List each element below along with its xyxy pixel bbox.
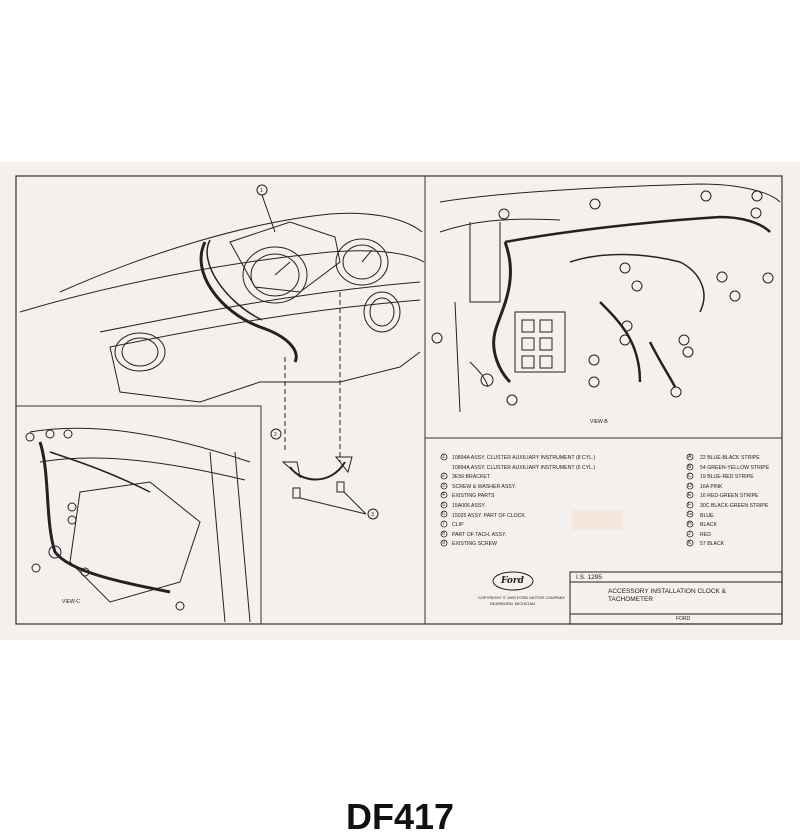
title-line-2: TACHOMETER: [608, 596, 654, 603]
wire-color-item: 16A PINK: [700, 483, 723, 490]
wire-code-marker: H: [688, 521, 692, 527]
part-number-marker: 4: [442, 492, 445, 498]
ford-logo-oval: [492, 571, 534, 591]
wire-code-marker: D: [688, 483, 692, 489]
parts-list-item: 10894A ASSY. CLUSTER AUXILIARY INSTRUMEN…: [452, 464, 596, 471]
part-number-marker: 7: [442, 521, 445, 527]
parts-list-item: PART OF TACH. ASSY.: [452, 531, 507, 538]
legend-markers: [440, 453, 694, 547]
copyright-text: COPYRIGHT © 1969 FORD MOTOR COMPANY: [478, 595, 566, 600]
wire-code-marker: J: [688, 531, 691, 537]
view-c-frame: [15, 405, 262, 625]
svg-text:1: 1: [260, 188, 263, 194]
main-dashboard-drawing: [19, 184, 425, 520]
wire-color-item: 19 BLUE-RED STRIPE: [700, 474, 754, 481]
wire-color-legend: 22 BLUE-BLACK STRIPE 54 GREEN-YELLOW STR…: [700, 454, 769, 550]
catalog-code: DF417: [345, 796, 455, 837]
parts-list-item: EXISTING SCREW: [452, 541, 497, 548]
parts-list: 10894A ASSY. CLUSTER AUXILIARY INSTRUMEN…: [452, 454, 595, 550]
part-number-marker: 2: [442, 473, 445, 479]
wire-color-item: 30C BLACK-GREEN STRIPE: [700, 502, 769, 509]
parts-list-item: SCREW & WASHER ASSY.: [452, 483, 516, 490]
instruction-sheet: 1 2 3: [0, 162, 800, 640]
parts-list-item: CLIP: [452, 522, 464, 529]
wire-color-item: RED: [700, 531, 711, 538]
parts-list-item: 15A006 ASSY.: [452, 502, 486, 509]
wire-color-item: 22 BLUE-BLACK STRIPE: [700, 455, 760, 461]
sheet-border: [15, 175, 783, 625]
part-number-marker: 8: [442, 531, 445, 537]
paper-patch: [572, 510, 622, 530]
wire-color-item: BLUE: [700, 512, 714, 519]
part-number-marker: 5: [442, 502, 445, 508]
wire-code-marker: B: [688, 464, 692, 470]
maker-name: FORD: [676, 616, 691, 622]
parts-list-item: 3E56 BRACKET: [452, 474, 491, 481]
part-number-marker: 9: [442, 540, 445, 546]
svg-text:2: 2: [274, 432, 277, 438]
wire-code-marker: G: [688, 511, 692, 517]
wire-code-marker: C: [688, 473, 692, 479]
instruction-sheet-number: I.S. 1295: [576, 574, 603, 581]
wire-color-item: 54 GREEN-YELLOW STRIPE: [700, 464, 770, 471]
wire-code-marker: K: [688, 540, 692, 546]
part-number-marker: 6: [442, 511, 445, 517]
line-drawings: 1 2 3: [15, 175, 783, 625]
title-line-1: ACCESSORY INSTALLATION CLOCK &: [608, 588, 726, 595]
view-c-drawing: [25, 427, 251, 623]
wire-code-marker: F: [688, 502, 692, 508]
view-c-label: VIEW-C: [62, 599, 80, 605]
copyright-city: DEARBORN, MICHIGAN: [490, 601, 535, 606]
parts-list-item: 10894A ASSY. CLUSTER AUXILIARY INSTRUMEN…: [452, 455, 596, 461]
view-b-drawing: [431, 183, 781, 413]
part-number-marker: 1: [442, 454, 445, 460]
wire-color-item: 57 BLACK: [700, 541, 725, 548]
parts-list-item: 15025 ASSY. PART OF CLOCK: [452, 512, 525, 519]
view-b-label: VIEW-B: [590, 419, 608, 425]
ford-logo: Ford: [501, 576, 524, 586]
wire-code-marker: E: [688, 492, 692, 498]
part-number-marker: 3: [442, 483, 445, 489]
svg-text:3: 3: [371, 512, 374, 518]
wire-color-item: BLACK: [700, 522, 718, 529]
wire-color-item: 16 RED-GREEN STRIPE: [700, 493, 759, 500]
title-block-frame: [569, 571, 783, 625]
parts-list-item: EXISTING PARTS: [452, 493, 495, 500]
wire-code-marker: A: [688, 454, 692, 460]
